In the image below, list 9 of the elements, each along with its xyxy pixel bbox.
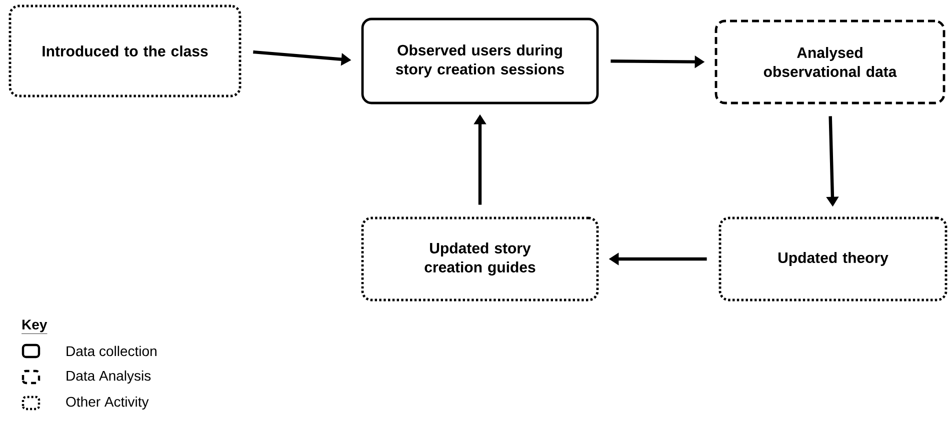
process-box: Updated story creation guides <box>361 216 599 302</box>
legend-label: Data collection <box>66 346 156 356</box>
process-box: Observed users during story creation sessions <box>361 18 599 104</box>
legend-label: Data Analysis <box>66 370 151 384</box>
process-box: Updated theory <box>718 216 948 302</box>
process-box: Introduced to the class <box>8 4 242 98</box>
legend-label: Other Activity <box>66 396 149 410</box>
key-heading: Key <box>21 320 48 334</box>
process-box: Analysed observational data <box>714 20 946 104</box>
